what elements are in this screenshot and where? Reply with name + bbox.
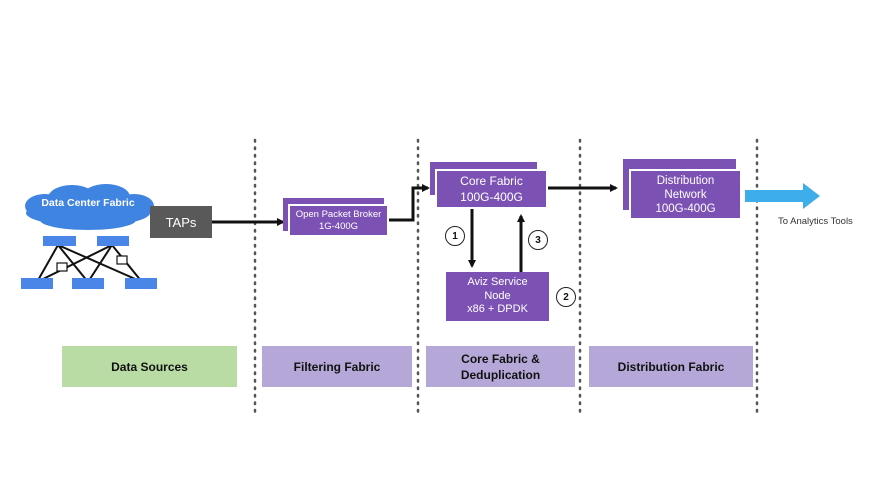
open-packet-broker-box: Open Packet Broker 1G-400G	[288, 204, 389, 237]
stage-core-fabric-line2: Deduplication	[460, 367, 541, 382]
switch-node-top-left	[43, 236, 76, 246]
stage-core-fabric: Core Fabric & Deduplication	[426, 346, 575, 387]
core-speed: 100G-400G	[460, 190, 523, 204]
aviz-title-2: Node	[484, 289, 511, 302]
arrow-broker-to-core	[389, 184, 430, 222]
core-fabric-box: Core Fabric 100G-400G	[435, 169, 548, 209]
stage-core-fabric-line1: Core Fabric &	[461, 351, 540, 366]
dist-title-1: Distribution	[656, 174, 715, 187]
switch-node-bottom-left	[21, 278, 53, 289]
stage-filtering-fabric-label: Filtering Fabric	[293, 359, 381, 374]
core-title: Core Fabric	[460, 174, 523, 188]
dist-title-2: Network	[664, 188, 707, 201]
taps-label: TAPs	[165, 214, 197, 230]
step-badge-2: 2	[556, 287, 576, 307]
stage-filtering-fabric: Filtering Fabric	[262, 346, 412, 387]
tap-marker-right	[116, 255, 128, 265]
opb-speed: 1G-400G	[318, 220, 359, 232]
analytics-output-arrow	[745, 183, 820, 209]
switch-node-bottom-right	[125, 278, 157, 289]
stage-data-sources: Data Sources	[62, 346, 237, 387]
cloud-icon	[25, 184, 154, 230]
stage-data-sources-label: Data Sources	[111, 359, 188, 374]
opb-title: Open Packet Broker	[295, 208, 382, 220]
aviz-service-node-box: Aviz Service Node x86 + DPDK	[446, 272, 549, 321]
taps-box: TAPs	[150, 206, 212, 238]
aviz-platform: x86 + DPDK	[467, 303, 528, 316]
switch-node-bottom-middle	[72, 278, 104, 289]
aviz-title-1: Aviz Service	[467, 276, 528, 289]
stage-distribution-fabric: Distribution Fabric	[589, 346, 753, 387]
tap-marker-left	[56, 262, 68, 272]
analytics-tools-label: To Analytics Tools	[778, 216, 853, 227]
step-badge-1: 1	[445, 226, 465, 246]
switch-node-top-right	[97, 236, 129, 246]
distribution-network-box: Distribution Network 100G-400G	[629, 169, 742, 220]
stage-distribution-fabric-label: Distribution Fabric	[617, 359, 725, 374]
cloud-label: Data Center Fabric	[41, 197, 135, 209]
dist-speed: 100G-400G	[655, 202, 716, 215]
step-badge-3: 3	[528, 230, 548, 250]
flow-arrows	[212, 184, 618, 272]
